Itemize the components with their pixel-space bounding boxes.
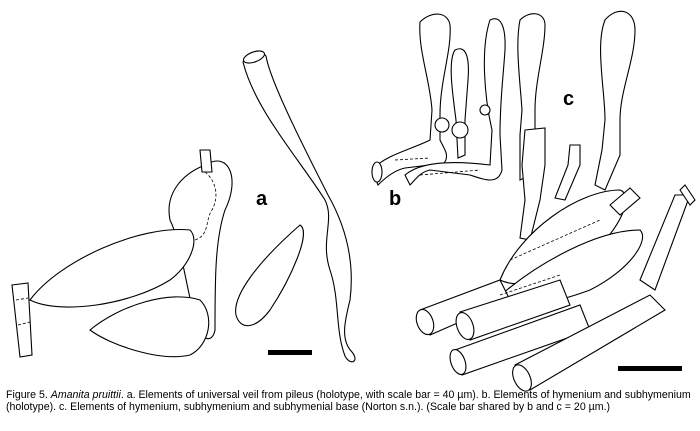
- panel-label-c: c: [563, 88, 575, 110]
- caption-text: . a. Elements of universal veil from pil…: [6, 389, 691, 413]
- figure-caption: Figure 5. Amanita pruittii. a. Elements …: [6, 389, 698, 413]
- scale-bar-bc: [618, 366, 682, 371]
- caption-species: Amanita pruittii: [50, 389, 121, 401]
- caption-prefix: Figure 5.: [6, 389, 51, 401]
- panel-label-b: b: [389, 188, 402, 210]
- panel-c-drawing: [415, 10, 696, 392]
- panel-label-a: a: [256, 188, 268, 210]
- panel-b-drawing: [371, 13, 506, 186]
- panel-a-drawing: [11, 50, 356, 363]
- scale-bar-a: [268, 350, 312, 355]
